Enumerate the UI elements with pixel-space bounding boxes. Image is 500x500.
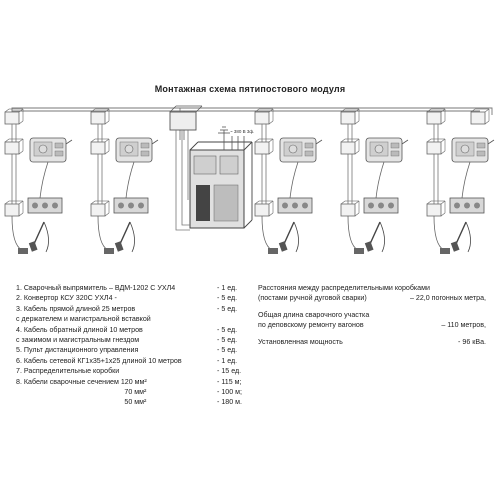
summary-block: Расстояния между распределительными коро… (258, 283, 486, 353)
equipment-list: 1. Сварочный выпрямитель – ВДМ-1202 С УХ… (16, 283, 251, 408)
equipment-item: 8. Кабели сварочные сечением 120 мм²- 11… (16, 377, 242, 386)
equipment-item: с держателем и магистральной вставкой (16, 315, 151, 324)
equipment-item: 50 мм²- 180 м. (16, 398, 242, 407)
welding-rectifier (189, 141, 253, 229)
equipment-item: с зажимом и магистральным гнездом- 5 ед. (16, 336, 238, 345)
equipment-item: 7. Распределительные коробки- 15 ед. (16, 367, 242, 376)
equipment-item: 4. Кабель обратный длиной 10 метров- 5 е… (16, 325, 238, 334)
power-input: ~ 380 В 3ф. (218, 126, 254, 150)
equipment-item: 2. Конвертор КСУ 320С УХЛ4 -- 5 ед. (16, 294, 238, 303)
summary-item: Расстояния между распределительными коро… (258, 284, 486, 303)
main-lines (11, 107, 493, 140)
equipment-item: 70 мм²- 100 м; (16, 388, 242, 397)
equipment-item: 3. Кабель прямой длиной 25 метров- 5 ед. (16, 304, 238, 313)
equipment-item: 1. Сварочный выпрямитель – ВДМ-1202 С УХ… (16, 284, 238, 292)
feeder-lines (175, 130, 190, 231)
welding-post-3 (254, 124, 323, 254)
summary-item: Установленная мощность - 96 кВа. (258, 337, 486, 346)
welding-post-1 (4, 124, 73, 254)
wiring-diagram: ~ 380 В 3ф. (4, 105, 495, 254)
welding-post-2 (90, 124, 159, 254)
diagram-title: Монтажная схема пятипостового модуля (154, 84, 346, 94)
equipment-item: 6. Кабель сетевой КГ1х35+1х25 длиной 10 … (16, 356, 238, 365)
welding-post-4 (340, 124, 409, 254)
welding-post-5 (426, 124, 495, 254)
equipment-item: 5. Пульт дистанционного управления- 5 ед… (16, 346, 238, 355)
summary-item: Общая длина сварочного участка по деповс… (258, 310, 486, 330)
power-label: ~ 380 В 3ф. (230, 129, 254, 134)
central-distribution-box (169, 105, 203, 131)
